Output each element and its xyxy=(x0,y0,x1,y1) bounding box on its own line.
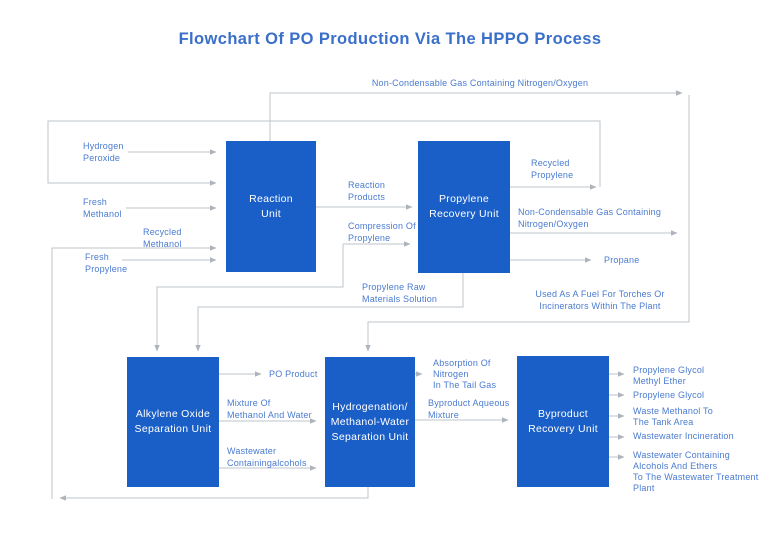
unit-box-hydrogenation-separation: Hydrogenation/ Methanol-Water Separation… xyxy=(325,357,415,487)
label-out-wastewater-treatment: Wastewater Containing Alcohols And Ether… xyxy=(633,450,759,493)
label-propylene-raw-materials: Propylene Raw Materials Solution xyxy=(362,282,438,304)
unit-box-alkylene-oxide-separation: Alkylene Oxide Separation Unit xyxy=(127,357,219,487)
label-hydrogen-peroxide: Hydrogen Peroxide xyxy=(83,141,124,163)
line-compression-branch xyxy=(154,244,344,352)
label-absorption-nitrogen: Absorption Of Nitrogen In The Tail Gas xyxy=(433,358,497,390)
unit-box-propylene-recovery: Propylene Recovery Unit xyxy=(418,141,510,273)
label-out-propylene-glycol: Propylene Glycol xyxy=(633,390,705,400)
label-mid-non-condensable: Non-Condensable Gas Containing Nitrogen/… xyxy=(518,207,662,229)
unit-box-reaction: Reaction Unit xyxy=(226,141,316,272)
label-recycled-methanol: Recycled Methanol xyxy=(143,227,182,249)
arrow-propylene-raw-materials xyxy=(195,273,464,352)
label-used-as-fuel-note: Used As A Fuel For Torches Or Incinerato… xyxy=(535,289,665,311)
label-wastewater-alcohols: Wastewater Containingalcohols xyxy=(227,446,307,468)
label-fresh-methanol: Fresh Methanol xyxy=(83,197,122,219)
label-out-pg-methyl-ether: Propylene Glycol Methyl Ether xyxy=(633,365,705,386)
arrow-recycled-methanol xyxy=(51,245,217,499)
label-reaction-products: Reaction Products xyxy=(348,180,386,202)
line-right-gas-to-hydrogenation xyxy=(365,95,690,352)
line-methanol-recycle-bottom xyxy=(59,487,369,501)
label-byproduct-aqueous-mixture: Byproduct Aqueous Mixture xyxy=(428,398,510,420)
label-po-product: PO Product xyxy=(269,369,318,379)
label-recycled-propylene: Recycled Propylene xyxy=(531,158,574,180)
label-compression-of-propylene: Compression Of Propylene xyxy=(348,221,416,243)
label-propane: Propane xyxy=(604,255,640,265)
label-top-non-condensable: Non-Condensable Gas Containing Nitrogen/… xyxy=(371,78,589,88)
arrow-top-non-condensable xyxy=(269,90,683,141)
label-mixture-methanol-water: Mixture Of Methanol And Water xyxy=(227,398,312,420)
unit-box-byproduct-recovery: Byproduct Recovery Unit xyxy=(517,356,609,487)
label-out-wastewater-incineration: Wastewater Incineration xyxy=(633,431,734,441)
page-title: Flowchart Of PO Production Via The HPPO … xyxy=(178,30,602,48)
label-fresh-propylene: Fresh Propylene xyxy=(85,252,128,274)
label-out-waste-methanol: Waste Methanol To The Tank Area xyxy=(633,406,713,427)
line-recycled-propylene-loop xyxy=(47,120,601,187)
